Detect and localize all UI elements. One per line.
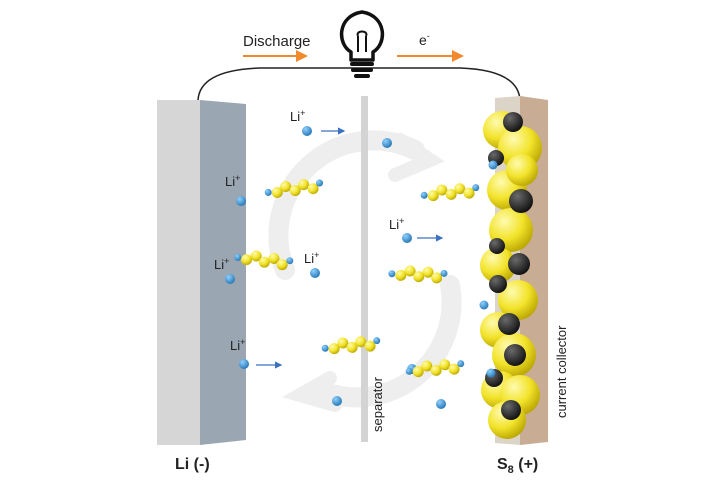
li-ion-label: Li+ <box>304 250 319 266</box>
lithium-ion <box>310 268 320 278</box>
sulfur-atom <box>436 184 448 196</box>
carbon-sphere <box>503 112 523 132</box>
carbon-sphere <box>489 275 507 293</box>
sulfur-atom <box>268 252 280 264</box>
sulfur-atom <box>448 363 460 375</box>
sulfur-atom <box>421 360 433 372</box>
lithium-ion <box>479 300 489 310</box>
sulfur-atom <box>355 336 367 348</box>
sulfur-atom <box>427 190 439 202</box>
current-collector-label: current collector <box>554 325 569 418</box>
cathode-label: S8 (+) <box>497 456 538 476</box>
lithium-ion <box>239 359 249 369</box>
lithium-ion <box>472 184 480 192</box>
lithium-ion <box>457 360 465 368</box>
carbon-sphere <box>489 238 505 254</box>
sulfur-atom <box>364 340 376 352</box>
separator <box>361 96 368 442</box>
discharge-label: Discharge <box>243 33 311 50</box>
sulfur-atom <box>431 272 443 284</box>
polysulfide-chain <box>264 179 324 198</box>
li-ion-label: Li+ <box>290 108 305 124</box>
lithium-ion <box>486 368 496 378</box>
sulfur-atom <box>241 254 253 266</box>
sulfur-atom <box>454 183 466 195</box>
sulfur-atom <box>445 188 457 200</box>
li-ion-label: Li+ <box>230 337 245 353</box>
lithium-ion <box>382 138 392 148</box>
lithium-ion <box>405 367 413 375</box>
lithium-ion <box>373 337 381 345</box>
lithium-ion <box>402 233 412 243</box>
sulfur-atom <box>439 359 451 371</box>
sulfur-atom <box>271 186 283 198</box>
sulfur-atom <box>289 185 301 197</box>
lithium-ion <box>225 274 235 284</box>
sulfur-atom <box>258 256 270 268</box>
sulfur-carbon-cathode <box>479 111 542 439</box>
lithium-ion <box>388 270 396 278</box>
sulfur-atom <box>413 271 425 283</box>
sulfur-sphere <box>480 247 516 283</box>
lithium-ion <box>420 191 428 199</box>
sulfur-atom <box>276 259 288 271</box>
li-ion-label: Li+ <box>389 216 404 232</box>
lithium-ion <box>332 396 342 406</box>
polysulfide-chains <box>234 179 480 378</box>
sulfur-atom <box>430 364 442 376</box>
carbon-sphere <box>504 344 526 366</box>
sulfur-atom <box>307 183 319 195</box>
polysulfide-chain <box>405 359 465 378</box>
sulfur-atom <box>412 366 424 378</box>
lithium-ion <box>321 344 329 352</box>
sulfur-atom <box>298 179 310 191</box>
polysulfide-chain <box>388 265 448 284</box>
lithium-ion <box>302 126 312 136</box>
lithium-ion <box>488 160 498 170</box>
light-bulb-icon <box>339 10 385 78</box>
lithium-ion <box>316 179 324 187</box>
circuit-wire <box>197 67 521 101</box>
sulfur-atom <box>346 341 358 353</box>
carbon-sphere <box>501 400 521 420</box>
sulfur-atom <box>395 269 407 281</box>
sulfur-sphere <box>506 154 538 186</box>
electron-label: e- <box>419 31 430 48</box>
carbon-sphere <box>509 189 533 213</box>
carbon-sphere <box>498 313 520 335</box>
lithium-ion <box>286 257 294 265</box>
sulfur-atom <box>280 181 292 193</box>
lithium-anode <box>157 100 246 445</box>
lithium-ion <box>440 269 448 277</box>
sulfur-atom <box>337 337 349 349</box>
lithium-ion <box>234 253 242 261</box>
sulfur-atom <box>463 187 475 199</box>
polysulfide-chain <box>420 183 480 202</box>
sulfur-atom <box>404 265 416 277</box>
sulfur-atom <box>250 250 262 262</box>
carbon-sphere <box>508 253 530 275</box>
sulfur-sphere <box>498 280 538 320</box>
polysulfide-chain <box>234 250 294 271</box>
anode-label: Li (-) <box>175 456 210 473</box>
lithium-ion <box>436 399 446 409</box>
polysulfide-chain <box>321 336 381 355</box>
sulfur-atom <box>422 266 434 278</box>
separator-label: separator <box>370 376 385 432</box>
lithium-ion <box>236 196 246 206</box>
li-ion-label: Li+ <box>225 173 240 189</box>
sulfur-atom <box>328 343 340 355</box>
li-ion-label: Li+ <box>214 256 229 272</box>
lithium-ion <box>264 188 272 196</box>
